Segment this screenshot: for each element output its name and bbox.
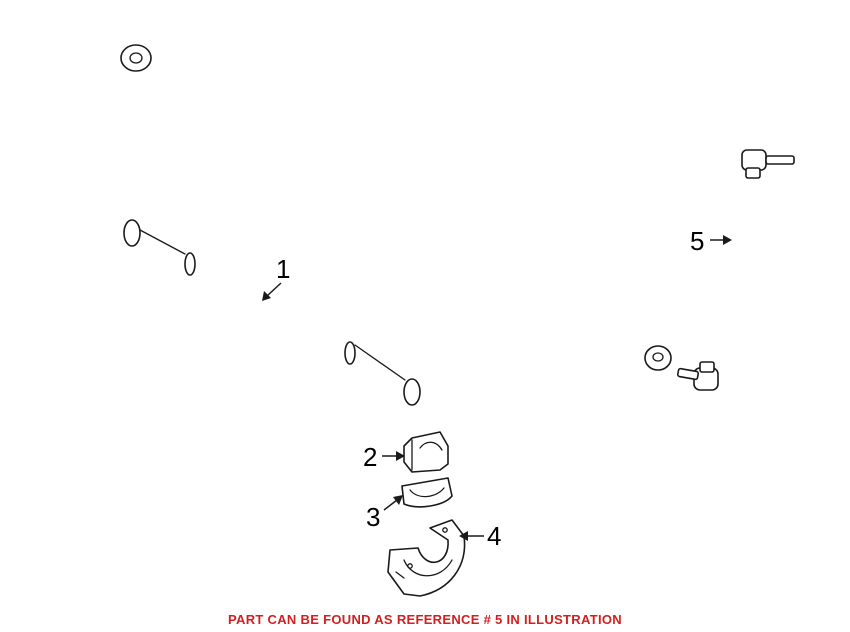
callout-3: 3 [366,495,403,532]
stabilizer-link-icon [676,149,795,391]
bushing-lower-icon [401,477,453,508]
callout-label-2: 2 [363,442,377,472]
stabilizer-bar-icon [60,44,672,467]
reference-note: PART CAN BE FOUND AS REFERENCE # 5 IN IL… [228,612,622,627]
callout-label-4: 4 [487,521,501,551]
bushing-upper-icon [403,431,449,473]
callout-1: 1 [262,254,290,301]
callout-2: 2 [363,442,405,472]
callout-label-1: 1 [276,254,290,284]
bushing-bracket-icon [387,519,466,597]
callout-4: 4 [459,521,501,551]
callout-5: 5 [690,226,732,256]
callout-label-3: 3 [366,502,380,532]
callout-label-5: 5 [690,226,704,256]
